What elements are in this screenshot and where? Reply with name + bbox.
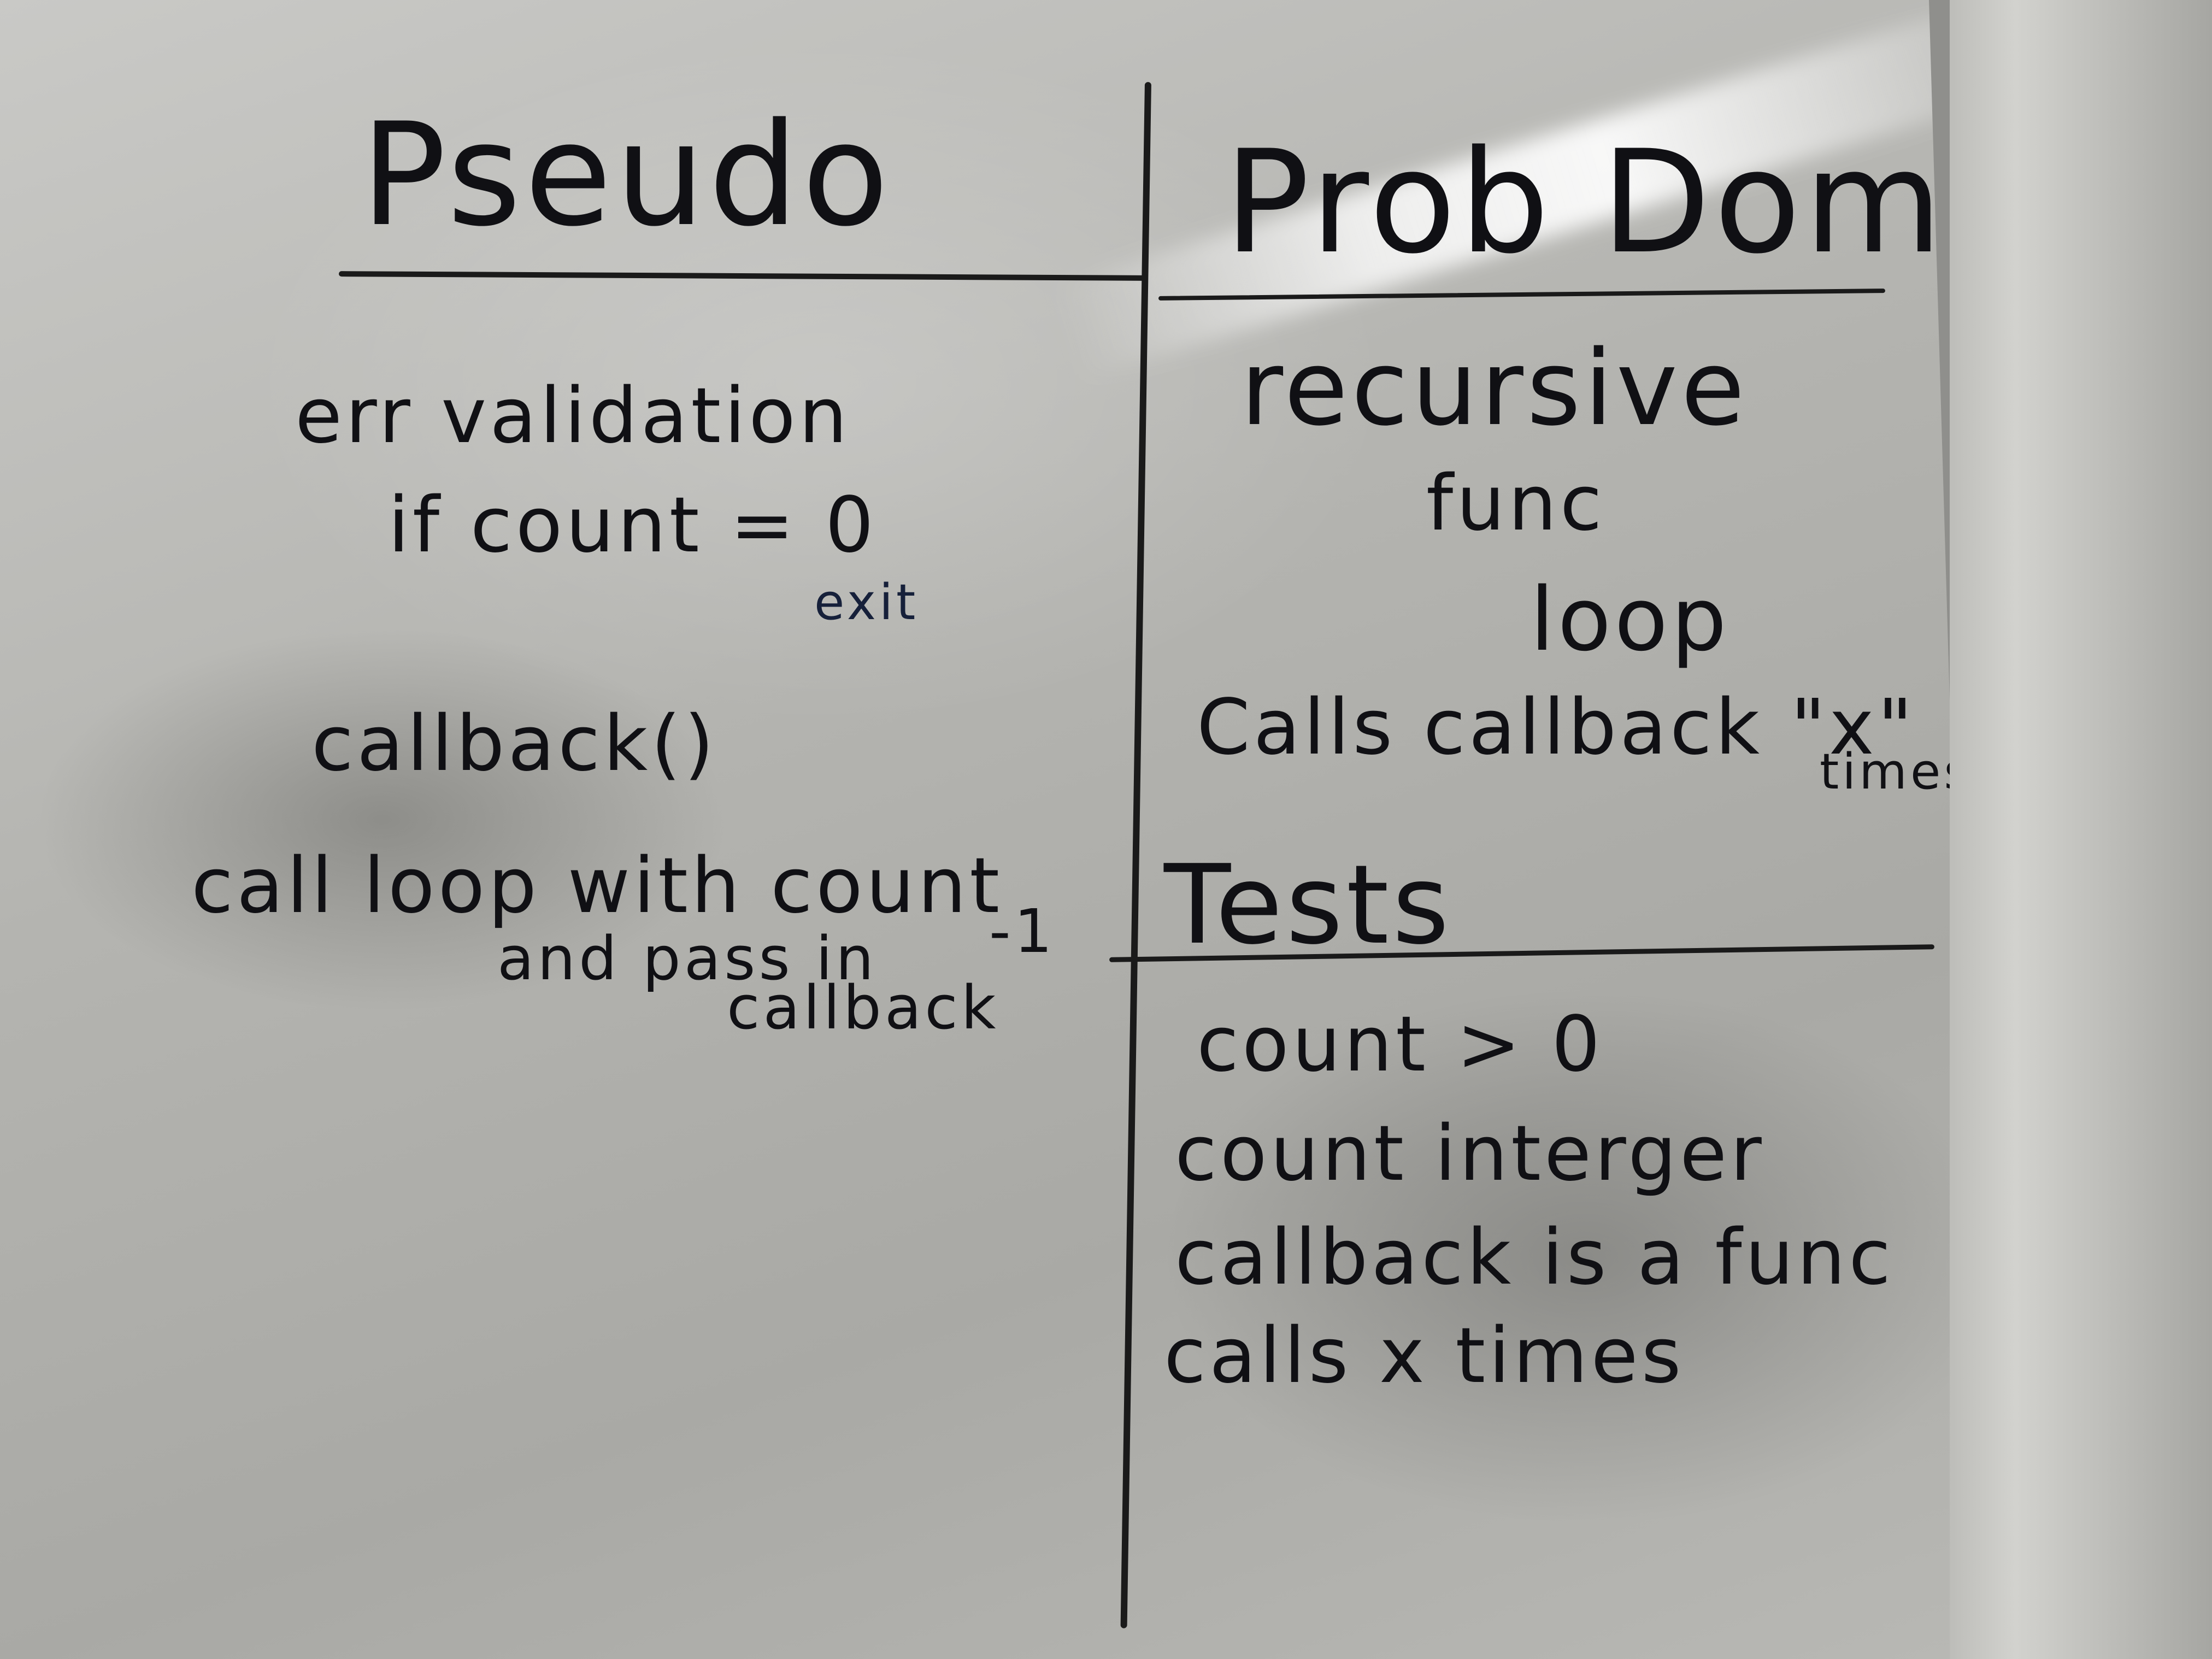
- pseudo-line: callback: [727, 973, 999, 1043]
- pseudo-line: -1: [989, 896, 1056, 966]
- pseudo-heading: Pseudo: [361, 93, 892, 258]
- pseudo-line: call loop with count: [191, 842, 1003, 931]
- whiteboard: Pseudo err validation if count = 0 exit …: [0, 0, 1978, 1659]
- board-frame-edge: [1950, 0, 2212, 1659]
- pseudo-line: err validation: [295, 372, 851, 461]
- prob-domain-line: func: [1426, 459, 1605, 548]
- test-item: calls x times: [1164, 1311, 1685, 1401]
- pseudo-line: exit: [814, 574, 919, 631]
- test-item: count interger: [1175, 1109, 1765, 1198]
- tests-heading: Tests: [1164, 842, 1453, 969]
- pseudo-line: and pass in: [497, 923, 878, 993]
- prob-domain-line: recursive: [1240, 328, 1748, 449]
- prob-domain-heading: Prob Domain: [1224, 120, 2173, 285]
- test-item: count > 0: [1197, 1000, 1604, 1089]
- test-item: callback is a func: [1175, 1213, 1895, 1302]
- pseudo-line: callback(): [311, 699, 717, 789]
- pseudo-line: if count = 0: [388, 481, 878, 570]
- prob-domain-line: loop: [1530, 568, 1730, 670]
- prob-domain-line: times: [1820, 743, 1973, 801]
- prob-domain-line: Calls callback "x": [1197, 683, 1916, 772]
- heading-underline-left: [338, 271, 1148, 281]
